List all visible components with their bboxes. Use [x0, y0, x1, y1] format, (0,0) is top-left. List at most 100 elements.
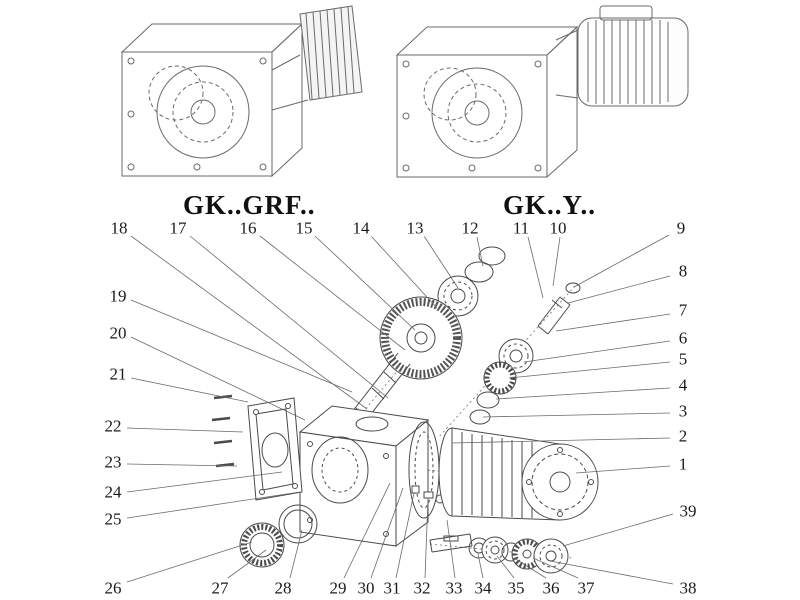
shaft-keyway — [443, 535, 459, 542]
callout-33: 33 — [443, 578, 465, 598]
leader-line-3 — [482, 412, 671, 418]
motor-shaft-end — [549, 471, 571, 493]
bearing-inner — [450, 288, 466, 304]
callout-38: 38 — [677, 578, 699, 598]
callout-30: 30 — [355, 578, 377, 598]
callout-34: 34 — [472, 578, 494, 598]
leader-line-36 — [513, 557, 547, 579]
leader-line-37 — [532, 557, 579, 579]
gear-hub — [406, 323, 436, 353]
leader-line-28 — [289, 529, 303, 579]
housing-front — [299, 431, 397, 547]
leader-line-1 — [575, 465, 671, 474]
gearbox-illustration-gkgrf — [120, 5, 363, 178]
leader-line-29 — [343, 482, 391, 579]
gear-pitch-circle — [447, 83, 507, 143]
callout-11: 11 — [510, 218, 532, 238]
motor-fan-cowl — [521, 443, 599, 521]
variant-title-gky: GK..Y.. — [503, 190, 597, 220]
housing-side-face — [271, 22, 303, 178]
bore-inner — [321, 447, 359, 493]
output-bore — [311, 436, 369, 504]
pinion-pitch-circle — [423, 67, 477, 121]
oil-seal — [278, 504, 318, 544]
callout-22: 22 — [102, 416, 124, 436]
snap-ring — [565, 282, 581, 294]
leader-line-5 — [508, 361, 671, 379]
output-bore — [431, 67, 523, 159]
leader-line-18 — [130, 235, 368, 410]
leader-line-32 — [424, 497, 429, 579]
leader-line-30 — [370, 487, 404, 579]
shim-ring — [464, 261, 494, 283]
leader-line-10 — [552, 236, 561, 287]
leader-line-15 — [314, 235, 416, 331]
leader-line-2 — [451, 437, 671, 444]
callout-35: 35 — [505, 578, 527, 598]
housing-top-face — [120, 23, 304, 53]
leader-line-12 — [476, 236, 484, 267]
output-hub — [464, 100, 490, 126]
callout-25: 25 — [102, 509, 124, 529]
key — [411, 485, 420, 494]
leader-line-16 — [259, 235, 406, 351]
callout-36: 36 — [540, 578, 562, 598]
callout-32: 32 — [411, 578, 433, 598]
motor-flange-inner — [414, 431, 434, 509]
bearing-balls — [443, 281, 473, 311]
leader-line-24 — [126, 471, 283, 493]
output-shaft — [429, 533, 473, 553]
leader-line-14 — [370, 235, 438, 309]
output-bore — [156, 65, 250, 159]
leader-lines — [126, 234, 674, 585]
leader-line-26 — [126, 541, 253, 583]
leader-line-8 — [567, 275, 671, 304]
leader-line-19 — [130, 299, 353, 393]
callout-26: 26 — [102, 578, 124, 598]
input-cover-fins — [299, 5, 363, 101]
callout-5: 5 — [676, 349, 690, 369]
gear-housing — [298, 405, 445, 547]
output-gear — [533, 538, 569, 574]
callout-23: 23 — [102, 452, 124, 472]
helical-gear — [379, 296, 463, 380]
callout-28: 28 — [272, 578, 294, 598]
callout-31: 31 — [381, 578, 403, 598]
leader-line-34 — [477, 553, 484, 579]
leader-line-38 — [549, 560, 674, 585]
leader-line-11 — [527, 236, 544, 299]
electric-motor — [555, 5, 689, 107]
retaining-ring — [478, 246, 506, 266]
bevel-pinion-assembly — [469, 282, 581, 425]
leader-line-17 — [189, 235, 389, 399]
bevel-pinion-shaft — [537, 296, 571, 335]
callout-19: 19 — [107, 286, 129, 306]
toothed-lock-washer — [239, 522, 285, 568]
callout-37: 37 — [575, 578, 597, 598]
callout-39: 39 — [677, 501, 699, 521]
callout-14: 14 — [350, 218, 372, 238]
leader-line-33 — [446, 519, 456, 579]
housing-top-face — [395, 26, 579, 56]
seal-ring — [476, 391, 500, 409]
callout-7: 7 — [676, 300, 690, 320]
callout-1: 1 — [676, 454, 690, 474]
leader-line-20 — [130, 336, 306, 421]
gear-bore — [414, 331, 428, 345]
callout-17: 17 — [167, 218, 189, 238]
callout-27: 27 — [209, 578, 231, 598]
output-seal-set — [239, 504, 318, 568]
lock-washer-teeth — [241, 524, 283, 566]
drive-motor — [438, 427, 599, 521]
mounting-flange-assembly — [211, 394, 303, 501]
leader-line-13 — [423, 235, 459, 289]
callout-6: 6 — [676, 328, 690, 348]
callout-16: 16 — [237, 218, 259, 238]
callout-10: 10 — [547, 218, 569, 238]
leader-line-9 — [573, 234, 670, 288]
bevel-gear — [483, 361, 517, 395]
leader-line-35 — [496, 555, 515, 579]
callout-2: 2 — [676, 426, 690, 446]
plug — [423, 491, 434, 499]
